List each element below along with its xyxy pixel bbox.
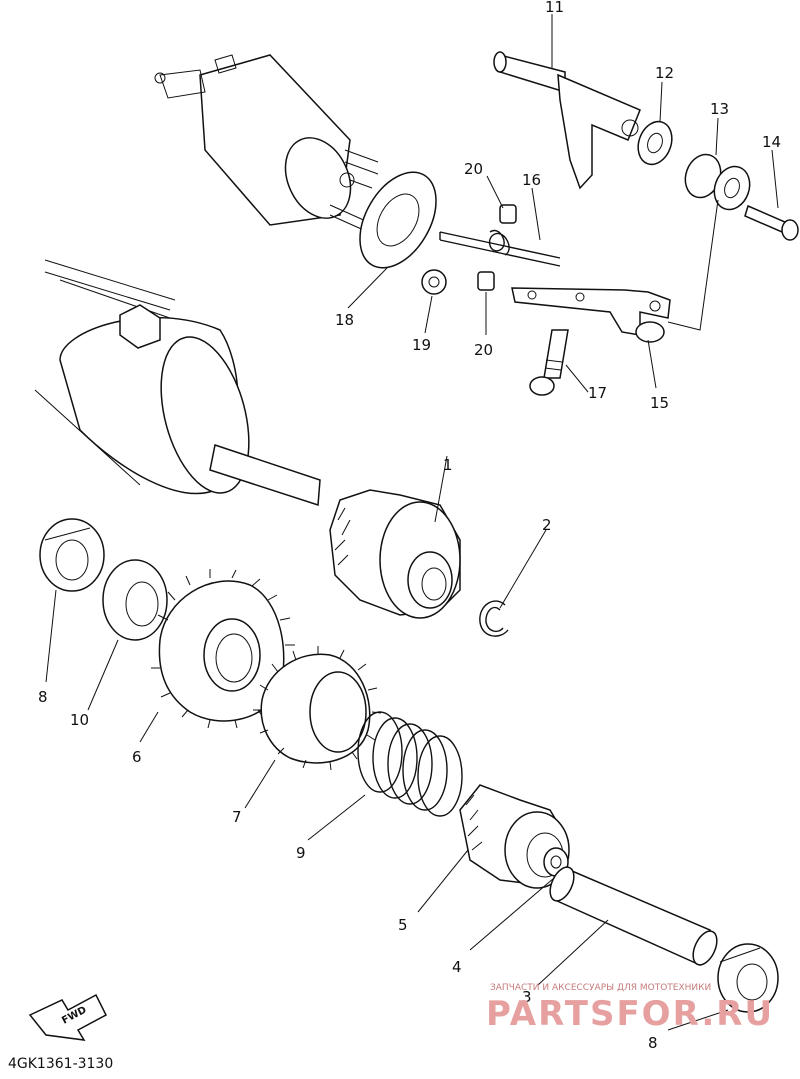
label-part-9: 9 bbox=[296, 844, 306, 862]
part-11-lever bbox=[493, 51, 641, 190]
starter-motor bbox=[34, 259, 321, 507]
label-part-13: 13 bbox=[710, 100, 729, 118]
part-19-nut bbox=[421, 269, 447, 295]
part-20-bush-upper bbox=[499, 204, 517, 224]
part-20-bush-lower bbox=[477, 271, 495, 291]
part-1-clutch-gear bbox=[329, 489, 461, 619]
label-part-14: 14 bbox=[762, 133, 781, 151]
label-part-4: 4 bbox=[452, 958, 462, 976]
leader-lines bbox=[45, 14, 779, 1031]
watermark-brand: PARTSFOR.RU bbox=[486, 994, 774, 1034]
part-10-spacer bbox=[102, 559, 168, 641]
part-12-bushing bbox=[637, 120, 673, 166]
label-part-8-left: 8 bbox=[38, 688, 48, 706]
label-part-20-lower: 20 bbox=[474, 341, 493, 359]
part-3-shaft bbox=[549, 866, 718, 967]
part-8-bearing-right bbox=[717, 943, 779, 1013]
label-part-5: 5 bbox=[398, 916, 408, 934]
part-15-arm bbox=[511, 287, 671, 343]
label-part-1: 1 bbox=[443, 456, 453, 474]
label-part-12: 12 bbox=[655, 64, 674, 82]
part-6-large-gear bbox=[151, 569, 295, 729]
diagram-code: 4GK1361-3130 bbox=[8, 1056, 113, 1072]
part-16-spring bbox=[439, 229, 561, 267]
label-part-19: 19 bbox=[412, 336, 431, 354]
part-9-spring bbox=[357, 711, 463, 817]
part-18-plate bbox=[359, 171, 437, 269]
part-2-circlip bbox=[479, 600, 509, 637]
fwd-arrow: FWD bbox=[28, 993, 107, 1041]
label-part-20-upper: 20 bbox=[464, 160, 483, 178]
label-part-11: 11 bbox=[545, 0, 564, 16]
starter-solenoid bbox=[154, 54, 379, 233]
part-13-collar bbox=[684, 153, 751, 211]
label-part-15: 15 bbox=[650, 394, 669, 412]
label-part-17: 17 bbox=[588, 384, 607, 402]
watermark: ЗАПЧАСТИ И АКСЕССУАРЫ ДЛЯ МОТОТЕХНИКИ PA… bbox=[486, 983, 774, 1034]
label-part-18: 18 bbox=[335, 311, 354, 329]
watermark-tagline: ЗАПЧАСТИ И АКСЕССУАРЫ ДЛЯ МОТОТЕХНИКИ bbox=[490, 983, 711, 993]
part-14-bolt bbox=[744, 204, 799, 241]
label-part-10: 10 bbox=[70, 711, 89, 729]
label-part-7: 7 bbox=[232, 808, 242, 826]
label-part-16: 16 bbox=[522, 171, 541, 189]
part-17-pin bbox=[529, 329, 569, 396]
label-part-2: 2 bbox=[542, 516, 552, 534]
label-part-8-right: 8 bbox=[648, 1034, 658, 1052]
label-part-3: 3 bbox=[522, 988, 532, 1006]
part-7-idler-gear bbox=[253, 646, 382, 771]
label-part-6: 6 bbox=[132, 748, 142, 766]
part-labels: 11 12 13 14 20 16 18 19 20 17 15 1 2 8 1… bbox=[38, 0, 781, 1052]
part-8-bearing-left bbox=[39, 518, 105, 592]
